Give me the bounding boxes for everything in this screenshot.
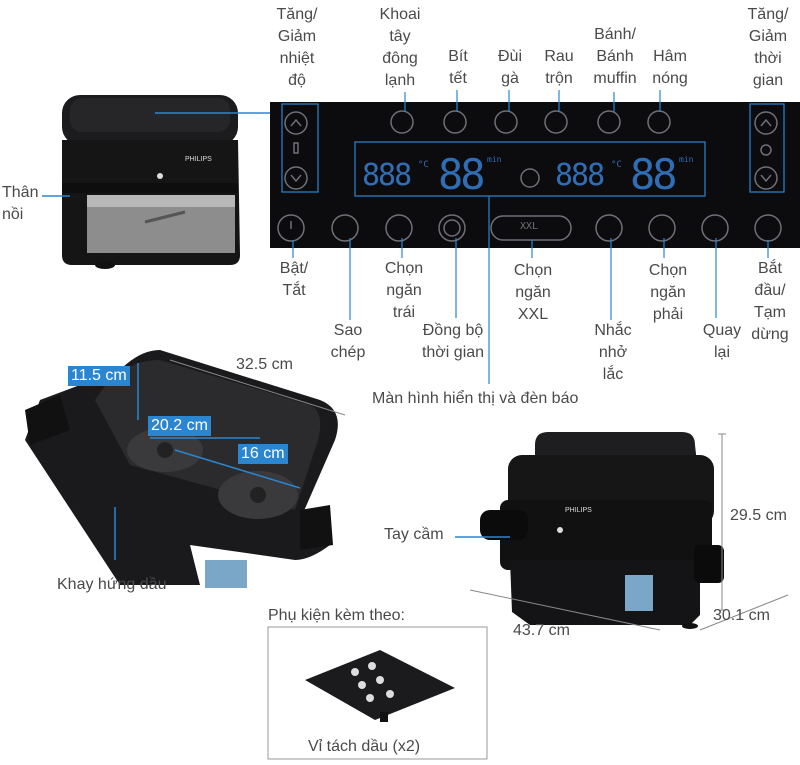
label-display-lights: Màn hình hiển thị và đèn báo [372, 390, 579, 407]
label-power: Bật/Tắt [279, 260, 309, 299]
control-panel [270, 102, 800, 248]
dim-unit-depth: 30.1 cm [713, 607, 770, 624]
xxl-button-label[interactable]: XXL [520, 221, 539, 232]
shake-icon[interactable] [595, 214, 623, 242]
right-drawer-icon[interactable] [648, 214, 676, 242]
copy-icon[interactable] [331, 214, 359, 242]
muffin-icon[interactable] [597, 110, 621, 134]
dim-basket-inner-length: 20.2 cm [148, 416, 211, 436]
air-fryer-main-unit: PHILIPS [480, 432, 724, 629]
brand-logo: PHILIPS [185, 156, 212, 163]
left-temp-unit: °C [418, 160, 429, 170]
thermometer-icon [293, 142, 299, 154]
right-temp-unit: °C [611, 160, 622, 170]
left-temp-readout: 888 [362, 158, 412, 193]
brand-logo-main: PHILIPS [565, 507, 592, 514]
dim-basket-inner-width: 16 cm [238, 444, 288, 464]
back-icon[interactable] [701, 214, 729, 242]
drumstick-icon[interactable] [494, 110, 518, 134]
label-handle: Tay cầm [384, 526, 444, 543]
temp-down-icon[interactable] [284, 166, 308, 190]
veggies-icon[interactable] [544, 110, 568, 134]
sync-icon[interactable] [438, 214, 466, 242]
power-icon[interactable] [277, 214, 305, 242]
dim-basket-depth: 11.5 cm [68, 366, 130, 386]
fries-icon[interactable] [390, 110, 414, 134]
xxl-button[interactable] [490, 215, 572, 241]
left-drawer-icon[interactable] [385, 214, 413, 242]
dim-unit-height: 29.5 cm [730, 507, 787, 524]
left-time-unit: min [487, 155, 502, 164]
time-up-icon[interactable] [754, 111, 778, 135]
oil-separator-rack-icon [305, 650, 455, 722]
dim-basket-length: 32.5 cm [236, 356, 293, 373]
accessory-title: Phụ kiện kèm theo: [268, 607, 405, 624]
right-temp-readout: 888 [555, 158, 605, 193]
right-time-unit: min [679, 155, 694, 164]
dim-unit-width: 43.7 cm [513, 622, 570, 639]
timer-icon [760, 144, 772, 156]
right-time-readout: 88 [630, 150, 678, 199]
steak-icon[interactable] [443, 110, 467, 134]
sync-indicator-icon [520, 168, 540, 188]
label-oil-tray: Khay hứng dầu [57, 576, 167, 593]
reheat-icon[interactable] [647, 110, 671, 134]
accessory-name: Vỉ tách dầu (x2) [308, 738, 421, 755]
air-fryer-top-view: PHILIPS [62, 95, 240, 269]
time-down-icon[interactable] [754, 166, 778, 190]
left-time-readout: 88 [438, 150, 486, 199]
temp-up-icon[interactable] [284, 111, 308, 135]
